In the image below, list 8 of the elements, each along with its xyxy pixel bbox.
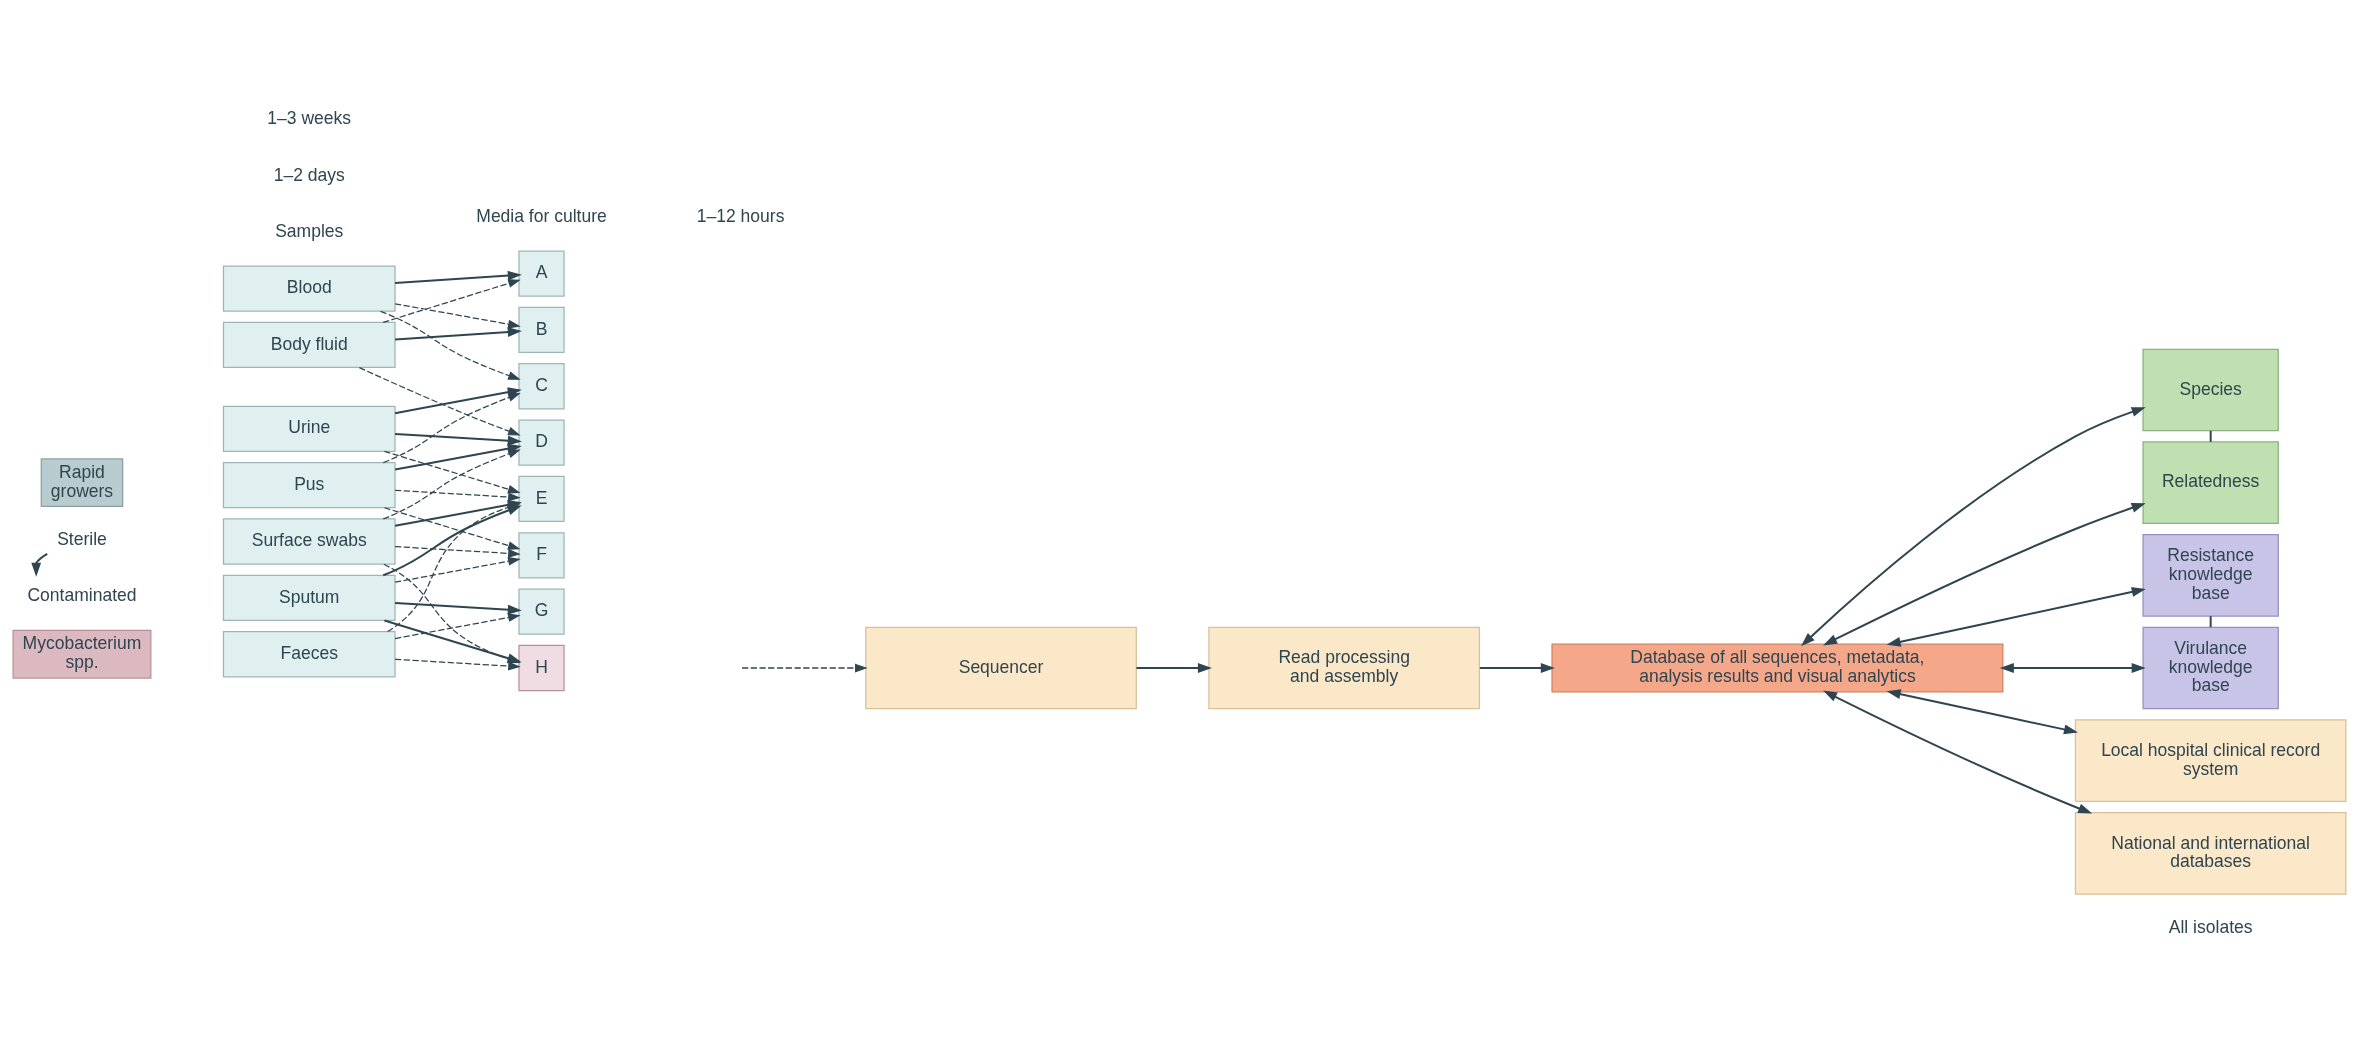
- label: 1–3 weeks: [267, 108, 352, 129]
- label: 1–2 days: [273, 164, 345, 185]
- label: Samples: [275, 220, 344, 241]
- label: All isolates: [2168, 917, 2253, 938]
- label: 1–12 hours: [696, 205, 785, 226]
- node-text: Sterile: [57, 528, 107, 549]
- node-text: Contaminated: [27, 585, 137, 606]
- label: Media for culture: [476, 205, 607, 226]
